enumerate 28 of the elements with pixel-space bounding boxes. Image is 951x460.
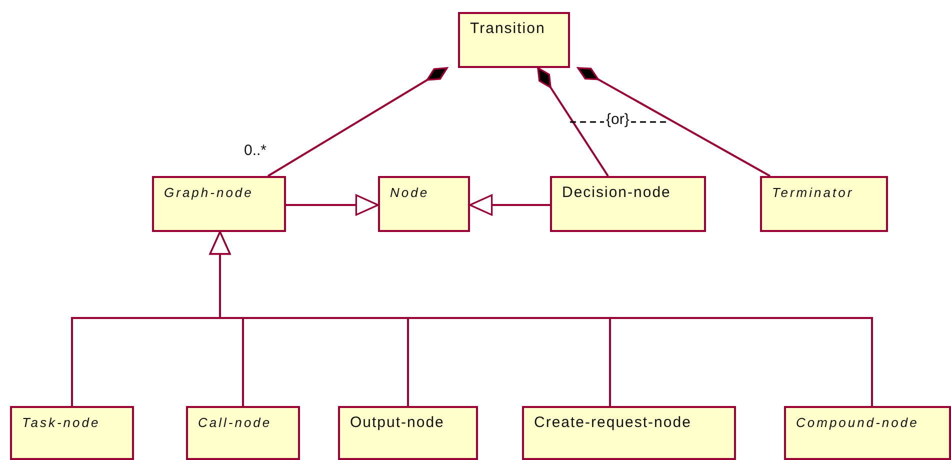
composition-line <box>267 67 448 177</box>
class-name: Output-node <box>350 414 446 431</box>
class-name: Transition <box>470 20 546 37</box>
generalization-arrow <box>286 194 379 216</box>
class-box <box>338 406 478 460</box>
class-box <box>152 176 286 232</box>
class-box <box>186 406 300 460</box>
class-box <box>784 406 951 460</box>
class-box <box>550 176 706 232</box>
generalization-arrow <box>469 194 550 216</box>
class-box <box>760 176 888 232</box>
class-name: Graph-node <box>164 184 254 200</box>
class-box <box>458 12 570 68</box>
class-box <box>10 406 134 460</box>
composition-line <box>537 67 609 177</box>
class-name: Create-request-node <box>534 414 692 431</box>
generalization-arrow <box>209 231 873 406</box>
class-box <box>522 406 736 460</box>
class-box <box>378 176 470 232</box>
multiplicity-label: 0..* <box>244 142 267 159</box>
class-name: Node <box>390 184 430 200</box>
class-name: Decision-node <box>562 184 672 201</box>
class-name: Compound-node <box>796 414 920 430</box>
class-name: Terminator <box>772 184 855 200</box>
constraint-label: {or} <box>604 111 632 128</box>
class-name: Task-node <box>22 414 102 430</box>
composition-line <box>577 67 770 177</box>
class-name: Call-node <box>198 414 273 430</box>
